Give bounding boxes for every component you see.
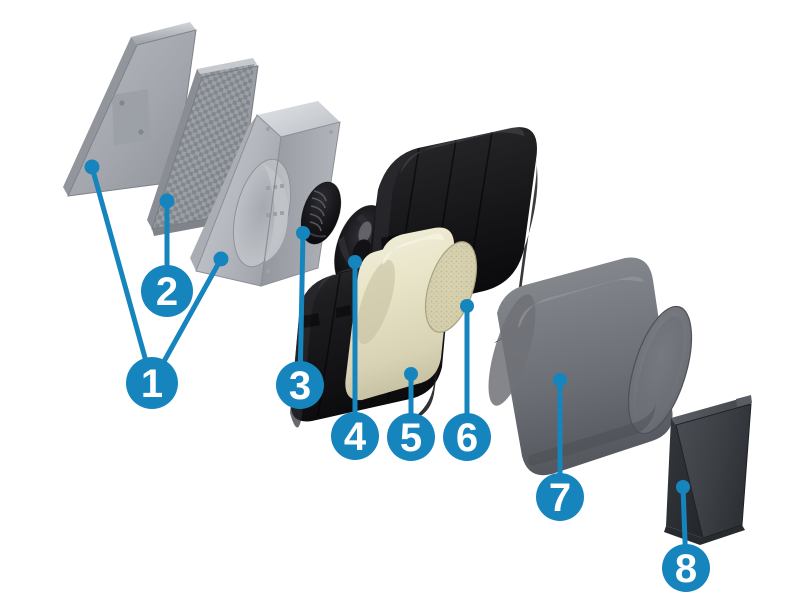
anchor-dot-3 [296,226,310,240]
housing-screws [266,127,333,273]
callout-bubble-3[interactable]: 3 [276,361,324,409]
part-8-wedge-block [664,395,752,545]
anchor-dot-6 [460,299,474,313]
panel-mount-plate [112,89,151,146]
part-1-housing-box [190,101,341,287]
callout-bubble-1[interactable]: 1 [126,357,178,409]
anchor-dot-7 [553,373,567,387]
part-1-cover-panel [63,22,197,197]
leader-1-to-cover-panel [89,164,155,386]
leader-3-to-clamp [297,230,306,388]
callout-bubble-8[interactable]: 8 [662,544,710,592]
clamp-fins [309,190,327,232]
callout-bubble-4[interactable]: 4 [331,412,379,460]
anchor-dot-8 [676,480,690,494]
part-3-finned-clamp [300,181,342,245]
callout-bubble-7[interactable]: 7 [536,473,584,521]
anchor-dot-4 [348,255,362,269]
anchor-dot-1b [213,251,229,267]
anchor-dot-5 [404,367,418,381]
callout-bubble-2[interactable]: 2 [141,265,193,317]
housing-mount-plate [262,163,289,262]
callout-bubble-6[interactable]: 6 [443,413,491,461]
callout-bubble-5[interactable]: 5 [387,413,435,461]
anchor-dot-1a [84,159,100,175]
anchor-dot-2 [159,193,175,209]
callout-anchor-dots [84,159,690,494]
